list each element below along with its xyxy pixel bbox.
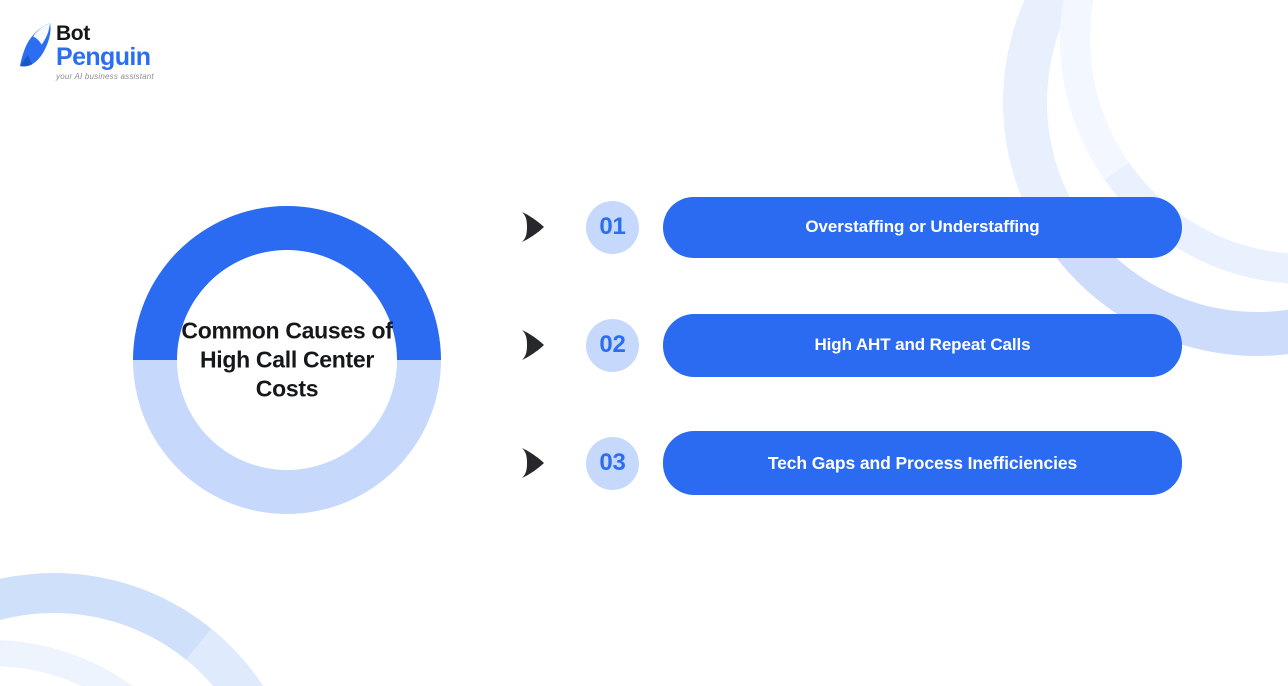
arrow-right-icon: [522, 212, 544, 242]
donut-center-title: Common Causes of High Call Center Costs: [181, 317, 393, 402]
brand-name-line1: Bot: [56, 22, 90, 45]
list-item: 03 Tech Gaps and Process Inefficiencies: [518, 416, 1182, 510]
brand-name-line2: Penguin: [56, 43, 151, 71]
decorative-arc-bottom-left-outer: [0, 623, 249, 686]
brand-wordmark: Bot Penguin your AI business assistant: [56, 22, 154, 81]
donut-chart: Common Causes of High Call Center Costs: [108, 181, 466, 539]
brand-logo: Bot Penguin your AI business assistant: [18, 22, 154, 81]
arrow-right-icon: [522, 330, 544, 360]
donut-hole: [177, 250, 397, 470]
penguin-icon: [20, 23, 51, 67]
item-number-badge: 02: [586, 318, 639, 372]
brand-tagline: your AI business assistant: [56, 72, 154, 81]
cause-pill[interactable]: Tech Gaps and Process Inefficiencies: [663, 431, 1182, 495]
list-item: 02 High AHT and Repeat Calls: [518, 298, 1182, 392]
item-number-badge: 03: [586, 436, 639, 490]
decorative-arc-bottom-left: [0, 548, 329, 686]
causes-list: 01 Overstaffing or Understaffing 02 High…: [518, 180, 1182, 510]
list-item: 01 Overstaffing or Understaffing: [518, 180, 1182, 274]
item-number-badge: 01: [586, 200, 639, 254]
donut-chart-graphic: [133, 206, 441, 514]
arrow-right-icon: [522, 448, 544, 478]
cause-pill[interactable]: Overstaffing or Understaffing: [663, 196, 1182, 258]
cause-pill[interactable]: High AHT and Repeat Calls: [663, 313, 1182, 377]
